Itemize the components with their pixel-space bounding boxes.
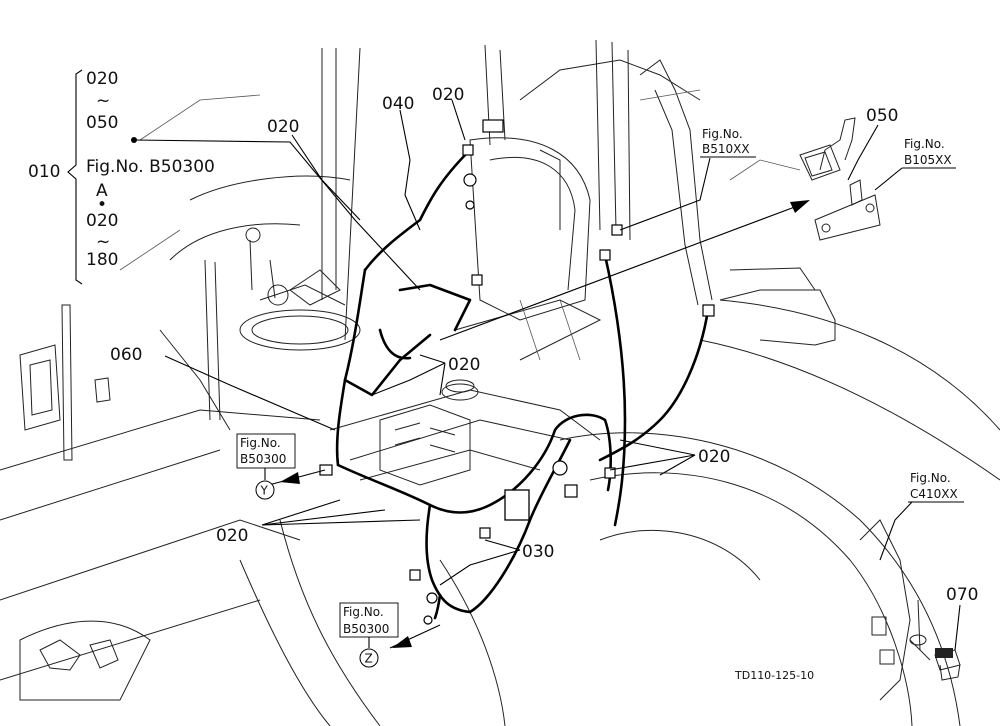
part-label-050: 050 [866, 106, 898, 126]
fig-ref-b105-line1: Fig.No. [904, 137, 945, 151]
bracket-line-8: ~ [96, 232, 110, 252]
fig-ref-c410-line2: C410XX [910, 487, 958, 501]
bracket-line-5: A [96, 181, 108, 201]
part-label-060: 060 [110, 345, 142, 365]
fig-ref-b503-y-line2: B50300 [240, 452, 286, 466]
part-050-detail [799, 117, 881, 241]
fig-ref-b503-z-marker: Z [365, 652, 373, 666]
part-number-labels: 020 040 020 060 020 020 020 030 050 070 [110, 85, 978, 605]
fig-ref-b503-y-line1: Fig.No. [240, 436, 281, 450]
bracket-line-9: 180 [86, 250, 118, 270]
bracket-group-labels: 010 020 ~ 050 Fig.No. B50300 A • 020 ~ 1… [28, 69, 215, 270]
part-label-020-right: 020 [698, 447, 730, 467]
part-label-020-left: 020 [216, 526, 248, 546]
part-label-020-top: 020 [267, 117, 299, 137]
part-label-030: 030 [522, 542, 554, 562]
drawing-code: TD110-125-10 [734, 669, 814, 682]
leader-lines [67, 69, 961, 651]
bracket-line-2: ~ [96, 91, 110, 111]
wiring-harness [319, 119, 715, 625]
fig-ref-b105-line2: B105XX [904, 153, 952, 167]
fig-ref-b503-y-marker: Y [260, 484, 269, 498]
part-label-070: 070 [946, 585, 978, 605]
part-label-040: 040 [382, 94, 414, 114]
fig-ref-c410-line1: Fig.No. [910, 471, 951, 485]
fig-ref-b510-line1: Fig.No. [702, 127, 743, 141]
figure-references: Fig.No. B510XX Fig.No. B105XX Fig.No. B5… [236, 127, 964, 668]
fig-ref-b503-z-line1: Fig.No. [343, 605, 384, 619]
tractor-line-art [0, 39, 1000, 726]
reference-arrows [264, 200, 810, 649]
bracket-line-4: Fig.No. B50300 [86, 157, 215, 177]
fig-ref-b510-line2: B510XX [702, 142, 750, 156]
fig-ref-b503-z-line2: B50300 [343, 622, 389, 636]
bracket-line-6: • [97, 195, 107, 215]
bracket-line-1: 020 [86, 69, 118, 89]
bracket-line-7: 020 [86, 211, 118, 231]
part-070-detail [909, 634, 961, 681]
bracket-group-code: 010 [28, 162, 60, 182]
bracket-line-3: 050 [86, 113, 118, 133]
part-label-020-upper: 020 [432, 85, 464, 105]
part-label-020-middle: 020 [448, 355, 480, 375]
